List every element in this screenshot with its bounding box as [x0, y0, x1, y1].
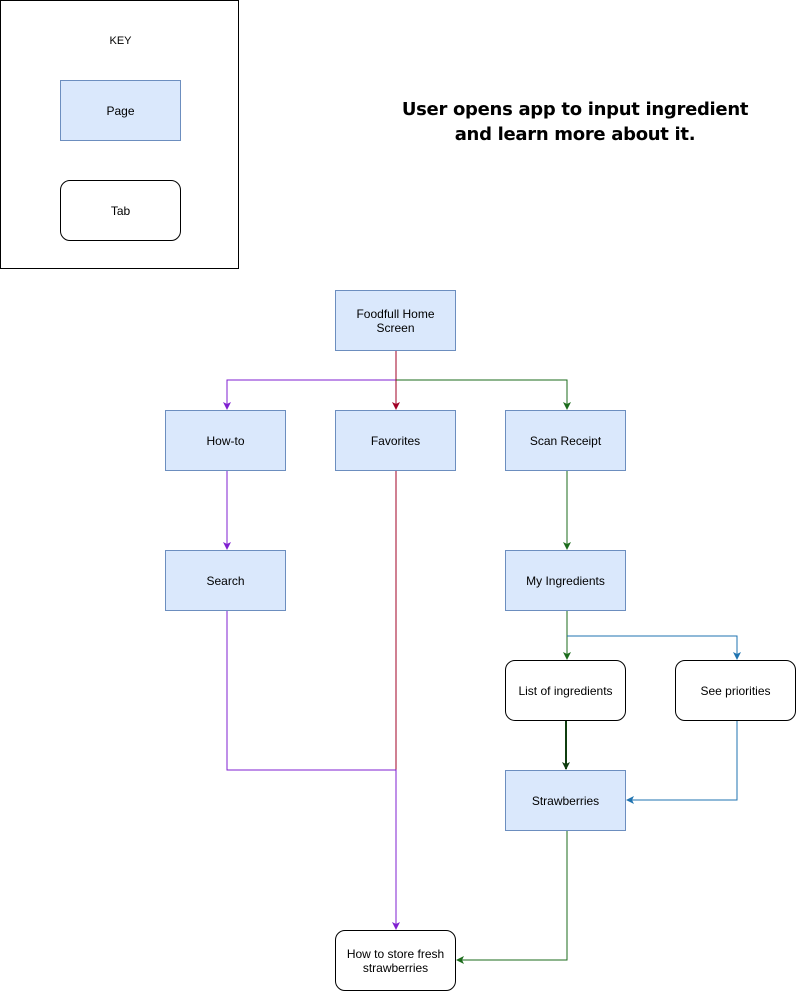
node-howto: How-to — [165, 410, 286, 471]
connector-search-to-store — [226, 610, 400, 930]
connector-my-ingredients-to-priorities — [567, 635, 741, 660]
node-search: Search — [165, 550, 286, 611]
diagram-title: User opens app to input ingredient and l… — [401, 99, 749, 145]
node-see-priorities: See priorities — [675, 660, 796, 721]
connector-home-to-scan-receipt — [396, 379, 571, 410]
connector-home-to-howto — [223, 350, 397, 410]
key-heading: KEY — [109, 35, 132, 47]
node-strawberries: Strawberries — [505, 770, 626, 831]
node-home-screen: Foodfull Home Screen — [335, 290, 456, 351]
connector-priorities-to-strawberries — [626, 720, 738, 804]
connector-strawberries-to-store — [456, 830, 568, 964]
key-tab-sample: Tab — [60, 180, 181, 241]
node-scan-receipt: Scan Receipt — [505, 410, 626, 471]
node-my-ingredients: My Ingredients — [505, 550, 626, 611]
node-list-of-ingredients: List of ingredients — [505, 660, 626, 721]
node-favorites: Favorites — [335, 410, 456, 471]
key-page-sample: Page — [60, 80, 181, 141]
node-how-to-store-strawberries: How to store fresh strawberries — [335, 930, 456, 991]
